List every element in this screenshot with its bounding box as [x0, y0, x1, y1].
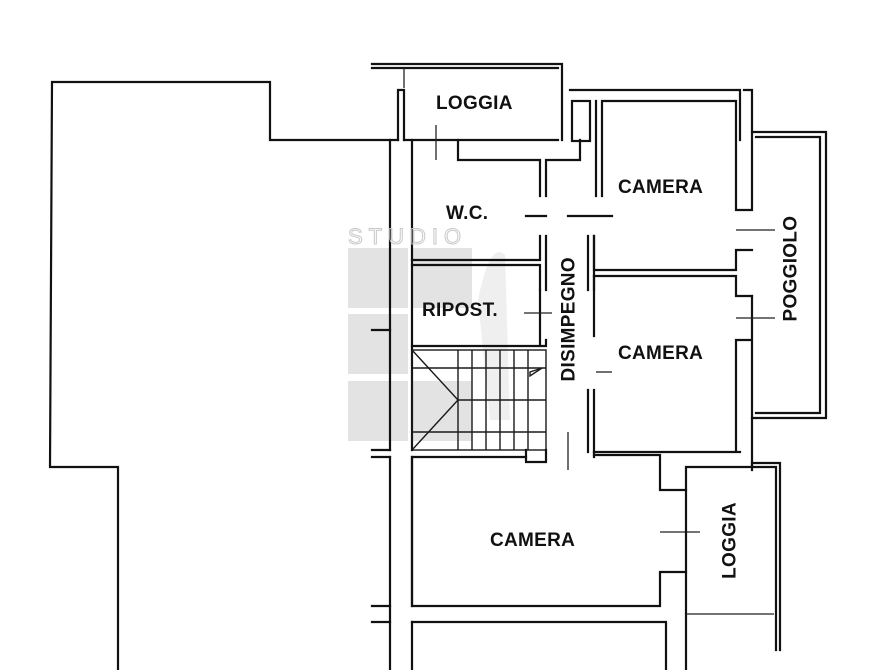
room-label-loggia-bottom: LOGGIA	[719, 502, 741, 579]
watermark-text: STUDIO	[347, 224, 468, 249]
poggiolo-walls	[750, 130, 828, 420]
camera-bottom-walls	[410, 453, 688, 608]
adjacent-unit-outline	[48, 80, 400, 670]
camera-middle-walls	[592, 274, 754, 467]
loggia-bottom-walls	[684, 461, 782, 670]
watermark-logo	[348, 248, 510, 441]
room-label-camera-bottom: CAMERA	[490, 530, 576, 551]
staircase	[411, 349, 548, 464]
room-label-disimpegno: DISIMPEGNO	[558, 257, 580, 382]
room-label-ripostiglio: RIPOST.	[422, 300, 499, 321]
room-label-camera-top: CAMERA	[618, 177, 704, 198]
room-label-loggia-top: LOGGIA	[436, 93, 513, 114]
room-label-camera-middle: CAMERA	[618, 343, 704, 364]
room-label-wc: W.C.	[446, 203, 489, 224]
room-label-poggiolo: POGGIOLO	[780, 215, 802, 322]
